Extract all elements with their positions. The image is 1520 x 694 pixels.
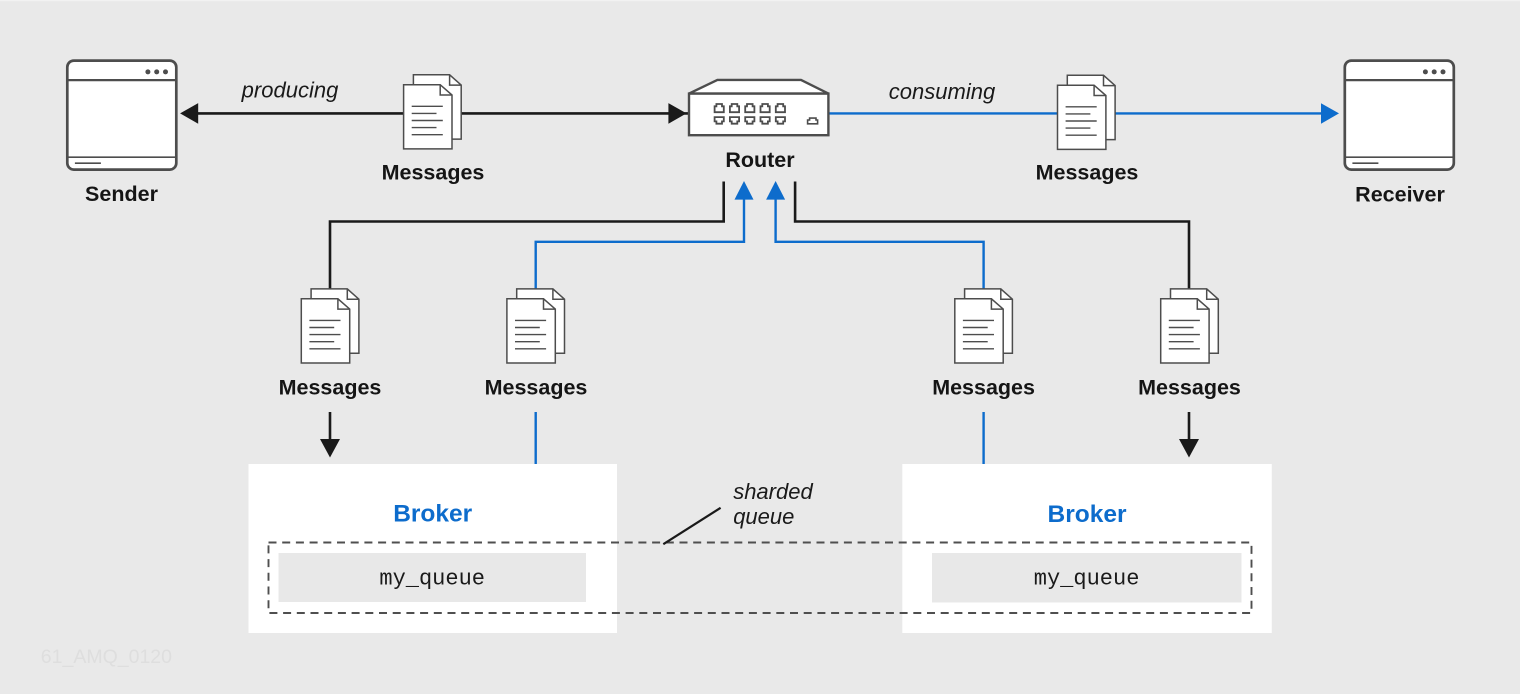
svg-text:Receiver: Receiver — [1355, 183, 1445, 207]
svg-text:Messages: Messages — [279, 376, 382, 400]
svg-text:Messages: Messages — [1138, 376, 1241, 400]
svg-text:Broker: Broker — [393, 501, 472, 528]
svg-text:Broker: Broker — [1048, 501, 1127, 528]
svg-text:consuming: consuming — [889, 79, 996, 104]
svg-text:61_AMQ_0120: 61_AMQ_0120 — [41, 646, 172, 668]
svg-text:my_queue: my_queue — [379, 566, 485, 591]
svg-text:my_queue: my_queue — [1034, 567, 1140, 592]
svg-text:Sender: Sender — [85, 182, 159, 206]
svg-text:sharded: sharded — [733, 479, 813, 504]
svg-text:producing: producing — [241, 78, 339, 103]
svg-text:Messages: Messages — [382, 161, 485, 185]
svg-text:queue: queue — [733, 504, 794, 529]
svg-text:Messages: Messages — [485, 376, 588, 400]
svg-text:Messages: Messages — [932, 376, 1035, 400]
svg-text:Messages: Messages — [1036, 161, 1139, 185]
svg-text:Router: Router — [725, 148, 795, 172]
